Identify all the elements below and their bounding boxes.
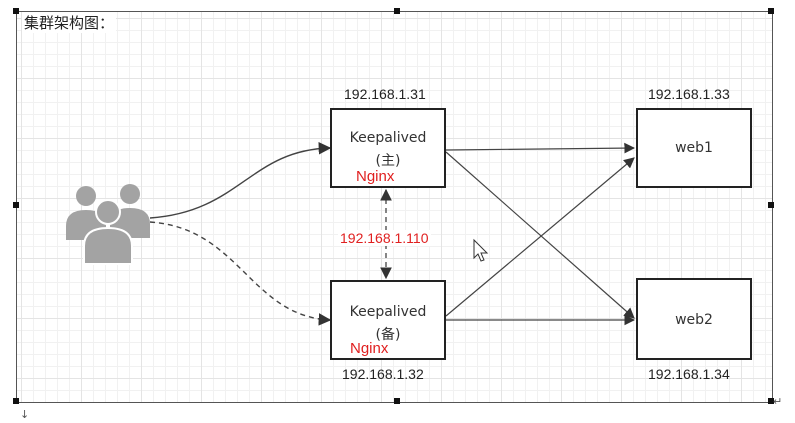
users-to-backup-connector [149, 221, 332, 326]
web2-node[interactable]: web2 [636, 278, 752, 360]
users-to-master-connector [149, 141, 332, 219]
diagram-title: 集群架构图： [22, 12, 117, 33]
selection-handle-mid-right[interactable] [768, 202, 774, 208]
master-role-label: (主) [375, 153, 401, 169]
master-to-web1-connector [445, 142, 636, 154]
bottom-mark: ↓ [20, 408, 30, 421]
backup-to-web1-connector [445, 157, 635, 317]
mouse-cursor-icon [473, 238, 489, 262]
master-nginx-label: Nginx [356, 168, 395, 185]
diagram-canvas [16, 11, 773, 403]
backup-ip-label: 192.168.1.32 [342, 366, 424, 382]
selection-handle-top-right[interactable] [768, 8, 774, 14]
selection-handle-bottom-right[interactable] [768, 398, 774, 404]
web1-node[interactable]: web1 [636, 108, 752, 188]
selection-handle-bottom-center[interactable] [394, 398, 400, 404]
selection-handle-top-center[interactable] [394, 8, 400, 14]
web2-ip-label: 192.168.1.34 [648, 366, 730, 382]
master-to-web2-connector [445, 151, 635, 319]
users-group-icon [66, 184, 150, 265]
virtual-ip-label: 192.168.1.110 [338, 230, 431, 246]
keepalived-master-node[interactable]: Keepalived (主) Nginx [330, 108, 446, 188]
master-name-label: Keepalived [349, 130, 427, 146]
web1-ip-label: 192.168.1.33 [648, 86, 730, 102]
return-mark: ↵ [773, 395, 783, 408]
keepalived-backup-node[interactable]: Keepalived (备) Nginx [330, 280, 446, 360]
selection-handle-bottom-left[interactable] [13, 398, 19, 404]
backup-nginx-label: Nginx [350, 340, 389, 357]
selection-handle-mid-left[interactable] [13, 202, 19, 208]
web2-name-label: web2 [675, 312, 713, 328]
selection-handle-top-left[interactable] [13, 8, 19, 14]
backup-name-label: Keepalived [349, 304, 427, 320]
web1-name-label: web1 [675, 140, 713, 156]
master-ip-label: 192.168.1.31 [344, 86, 426, 102]
backup-role-label: (备) [375, 327, 401, 343]
